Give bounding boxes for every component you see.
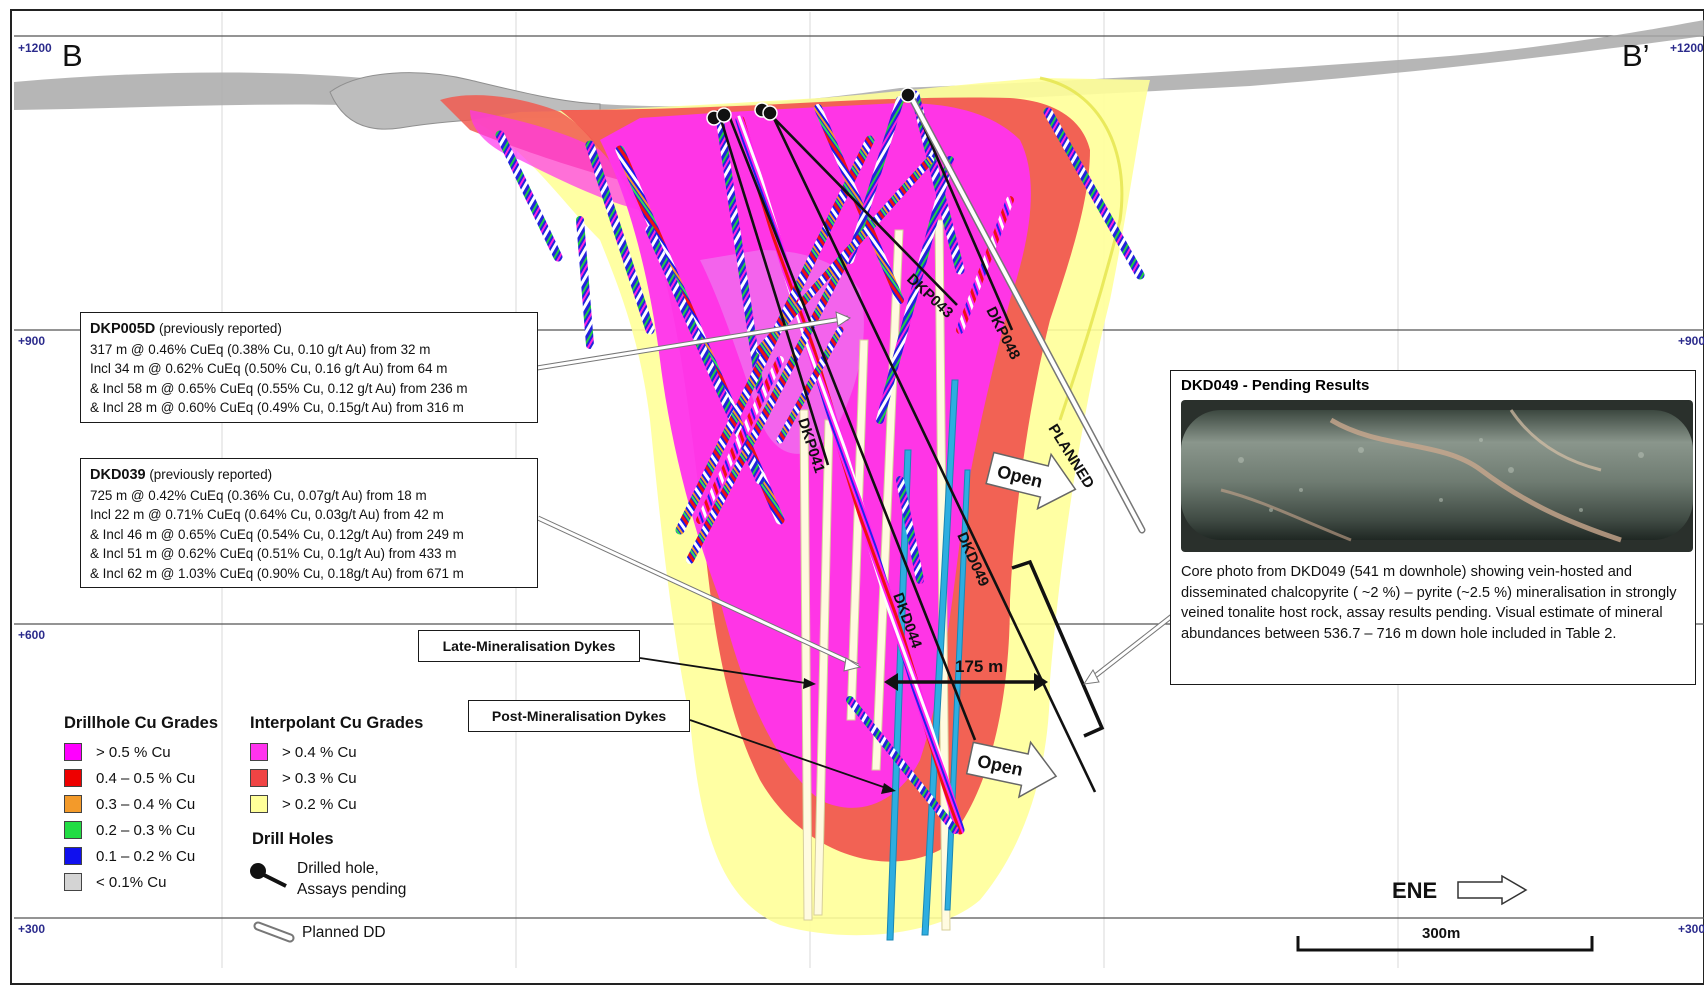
elevation-label-1200-right: +1200 xyxy=(1670,41,1704,55)
legend-item: 0.3 – 0.4 % Cu xyxy=(64,791,218,817)
section-end-label: B’ xyxy=(1622,38,1650,74)
dkd039-results-box: DKD039 (previously reported) 725 m @ 0.4… xyxy=(80,458,538,588)
legend-swatch xyxy=(64,743,82,761)
drillhole-legend-title: Drillhole Cu Grades xyxy=(64,714,218,733)
legend-label: 0.3 – 0.4 % Cu xyxy=(96,796,195,813)
legend-swatch xyxy=(64,873,82,891)
dkd039-line: & Incl 51 m @ 0.62% CuEq (0.51% Cu, 0.1g… xyxy=(90,544,528,564)
dkd049-pending-box: DKD049 - Pending Results xyxy=(1170,370,1696,685)
legend-label: > 0.4 % Cu xyxy=(282,744,357,761)
legend-swatch xyxy=(64,847,82,865)
interpolant-grade-legend: Interpolant Cu Grades > 0.4 % Cu > 0.3 %… xyxy=(250,714,423,817)
dkd039-title: DKD039 xyxy=(90,467,146,483)
scale-label: 300m xyxy=(1422,925,1460,942)
assays-pending-label: Assays pending xyxy=(297,879,406,900)
dkd039-line: & Incl 46 m @ 0.65% CuEq (0.54% Cu, 0.12… xyxy=(90,525,528,545)
dkp005d-line: & Incl 58 m @ 0.65% CuEq (0.55% Cu, 0.12… xyxy=(90,379,528,399)
legend-item: 0.1 – 0.2 % Cu xyxy=(64,843,218,869)
legend-label: 0.4 – 0.5 % Cu xyxy=(96,770,195,787)
core-photo-caption: Core photo from DKD049 (541 m downhole) … xyxy=(1181,562,1685,644)
elevation-label-900-left: +900 xyxy=(18,334,45,348)
section-start-label: B xyxy=(62,38,83,74)
legend-label: 0.1 – 0.2 % Cu xyxy=(96,848,195,865)
elevation-label-900-right: +900 xyxy=(1678,334,1704,348)
legend-label: 0.2 – 0.3 % Cu xyxy=(96,822,195,839)
drill-holes-legend-title: Drill Holes xyxy=(252,830,334,849)
legend-swatch xyxy=(250,795,268,813)
dkp005d-line: 317 m @ 0.46% CuEq (0.38% Cu, 0.10 g/t A… xyxy=(90,340,528,360)
legend-label: > 0.2 % Cu xyxy=(282,796,357,813)
elevation-label-300-left: +300 xyxy=(18,922,45,936)
dkd039-line: 725 m @ 0.42% CuEq (0.36% Cu, 0.07g/t Au… xyxy=(90,486,528,506)
legend-swatch xyxy=(64,795,82,813)
dkd039-note: (previously reported) xyxy=(149,467,272,482)
legend-item: > 0.3 % Cu xyxy=(250,765,423,791)
dkd049-pending-title: DKD049 - Pending Results xyxy=(1181,377,1685,394)
dkp005d-line: & Incl 28 m @ 0.60% CuEq (0.49% Cu, 0.15… xyxy=(90,398,528,418)
planned-dd-legend-label: Planned DD xyxy=(302,924,386,942)
dkd039-line: Incl 22 m @ 0.71% CuEq (0.64% Cu, 0.03g/… xyxy=(90,505,528,525)
legend-item: 0.2 – 0.3 % Cu xyxy=(64,817,218,843)
legend-label: < 0.1% Cu xyxy=(96,874,166,891)
core-photo xyxy=(1181,400,1693,552)
legend-label: > 0.5 % Cu xyxy=(96,744,171,761)
drill-holes-legend: Drill Holes xyxy=(252,830,334,849)
dkp005d-note: (previously reported) xyxy=(159,321,282,336)
elevation-label-600-left: +600 xyxy=(18,628,45,642)
legend-swatch xyxy=(64,769,82,787)
dkd039-line: & Incl 62 m @ 1.03% CuEq (0.90% Cu, 0.18… xyxy=(90,564,528,584)
late-dykes-label: Late-Mineralisation Dykes xyxy=(418,630,640,662)
legend-item: > 0.5 % Cu xyxy=(64,739,218,765)
interpolant-legend-title: Interpolant Cu Grades xyxy=(250,714,423,733)
legend-item: < 0.1% Cu xyxy=(64,869,218,895)
dkp005d-title: DKP005D xyxy=(90,321,155,337)
post-dykes-label: Post-Mineralisation Dykes xyxy=(468,700,690,732)
drilled-hole-legend-label: Drilled hole, Assays pending xyxy=(297,858,406,900)
drilled-hole-label: Drilled hole, xyxy=(297,858,406,879)
elevation-label-300-right: +300 xyxy=(1678,922,1704,936)
legend-swatch xyxy=(64,821,82,839)
elevation-label-1200-left: +1200 xyxy=(18,41,52,55)
legend-item: 0.4 – 0.5 % Cu xyxy=(64,765,218,791)
direction-label: ENE xyxy=(1392,878,1437,903)
dkp005d-results-box: DKP005D (previously reported) 317 m @ 0.… xyxy=(80,312,538,423)
drillhole-grade-legend: Drillhole Cu Grades > 0.5 % Cu 0.4 – 0.5… xyxy=(64,714,218,895)
distance-label: 175 m xyxy=(955,657,1003,676)
legend-swatch xyxy=(250,743,268,761)
legend-item: > 0.2 % Cu xyxy=(250,791,423,817)
legend-item: > 0.4 % Cu xyxy=(250,739,423,765)
dkp005d-line: Incl 34 m @ 0.62% CuEq (0.50% Cu, 0.16 g… xyxy=(90,359,528,379)
legend-label: > 0.3 % Cu xyxy=(282,770,357,787)
legend-swatch xyxy=(250,769,268,787)
